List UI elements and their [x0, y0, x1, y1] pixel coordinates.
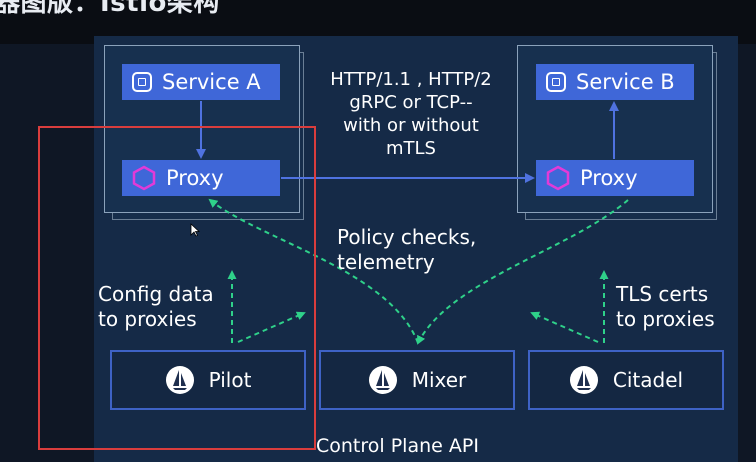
citadel-box: Citadel [528, 350, 724, 410]
pilot-label: Pilot [208, 368, 252, 392]
sailboat-icon [569, 366, 598, 394]
config-text: Config data to proxies [98, 282, 214, 332]
citadel-label: Citadel [612, 368, 684, 392]
hexagon-icon [132, 165, 156, 191]
service-a-label: Service A [162, 70, 261, 94]
control-plane-label: Control Plane API [316, 435, 479, 457]
proxy-b-label: Proxy [580, 166, 638, 190]
proxy-a-label: Proxy [166, 166, 224, 190]
service-b-box: Service B [536, 64, 694, 100]
protocol-line-2: gRPC or TCP-- [349, 92, 473, 113]
left-margin [0, 44, 94, 462]
protocol-text: HTTP/1.1 , HTTP/2 gRPC or TCP-- with or … [316, 68, 506, 160]
citadel-diagonal-arrow [530, 311, 599, 343]
sailboat-icon [165, 366, 194, 394]
tls-line-1: TLS certs [616, 282, 709, 306]
right-margin [738, 44, 756, 462]
mixer-box: Mixer [319, 350, 515, 410]
proxy-a-box: Proxy [122, 160, 280, 196]
proxy-b-box: Proxy [536, 160, 694, 196]
cpu-chip-icon [132, 72, 152, 92]
tls-line-2: to proxies [616, 307, 715, 331]
protocol-line-4: mTLS [386, 138, 436, 159]
pilot-box: Pilot [110, 350, 306, 410]
service-b-label: Service B [576, 70, 675, 94]
service-a-box: Service A [122, 64, 280, 100]
mixer-to-proxy-a-arrow [208, 198, 419, 344]
pilot-diagonal-arrow [237, 311, 306, 343]
mouse-cursor-icon [190, 223, 200, 237]
mixer-label: Mixer [411, 368, 467, 392]
proxy-b-to-mixer-arrow [417, 199, 629, 345]
protocol-line-3: with or without [343, 115, 479, 136]
hexagon-icon [546, 165, 570, 191]
policy-line-1: Policy checks, [337, 225, 477, 249]
sailboat-icon [368, 366, 397, 394]
protocol-line-1: HTTP/1.1 , HTTP/2 [330, 69, 492, 90]
config-line-1: Config data [98, 282, 214, 306]
config-line-2: to proxies [98, 307, 197, 331]
policy-text: Policy checks, telemetry [337, 225, 476, 275]
policy-line-2: telemetry [337, 250, 435, 274]
tls-text: TLS certs to proxies [616, 282, 715, 332]
page-title: 器图版：Istio架构 [0, 0, 220, 18]
highlight-rectangle [38, 126, 316, 450]
cpu-chip-icon [546, 72, 566, 92]
